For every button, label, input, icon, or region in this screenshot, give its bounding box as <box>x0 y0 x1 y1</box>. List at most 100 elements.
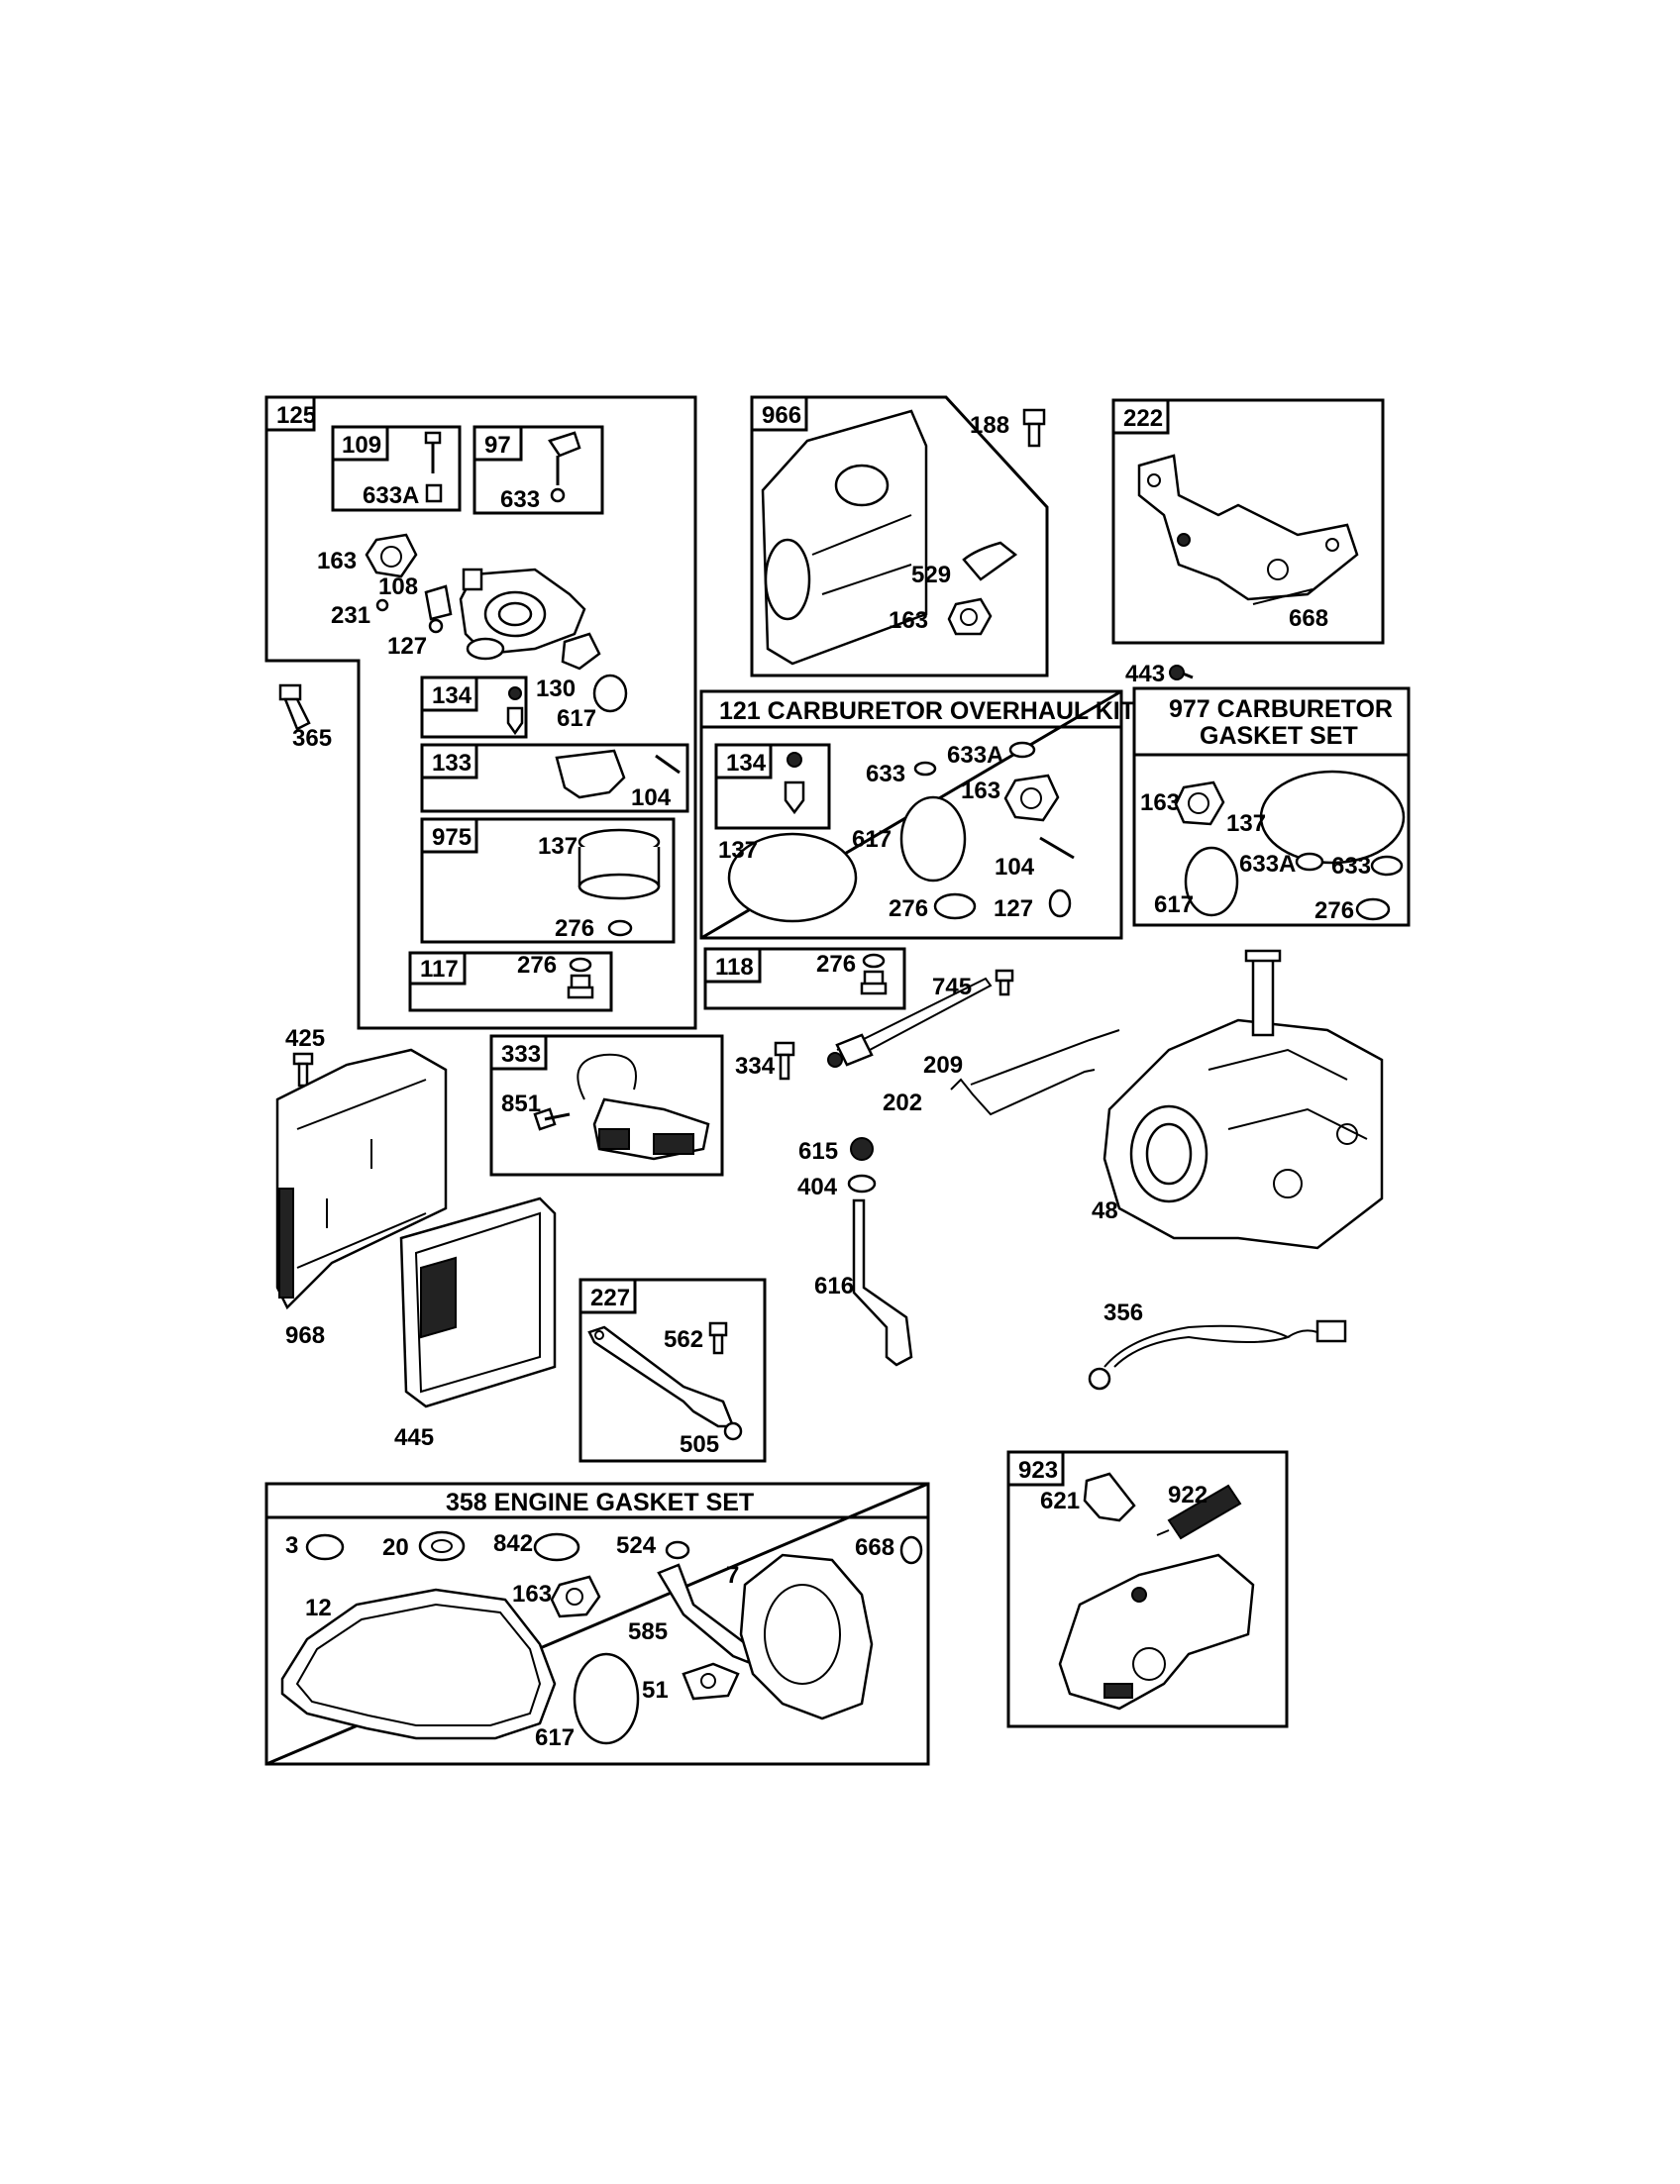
bracket-227-icon <box>587 1325 735 1428</box>
label-633A: 633A <box>947 742 1003 769</box>
screw-851-icon <box>533 1107 571 1131</box>
label-202: 202 <box>883 1090 922 1116</box>
bowl-975-icon <box>578 828 661 937</box>
gasket-163-icon <box>365 533 418 578</box>
label-20: 20 <box>382 1534 409 1561</box>
head-gasket-7-icon <box>739 1553 874 1720</box>
label-188: 188 <box>970 412 1009 439</box>
ring-137-kit-icon <box>727 832 858 923</box>
box-109-id: 109 <box>342 432 381 459</box>
label-209: 209 <box>923 1052 963 1079</box>
label-127: 127 <box>994 895 1033 922</box>
label-615: 615 <box>798 1138 838 1165</box>
label-231: 231 <box>331 602 370 629</box>
valve-part-icon <box>548 431 581 503</box>
box-977-title-line1: 977 CARBURETOR <box>1169 695 1393 723</box>
pin-104-icon <box>1039 836 1075 860</box>
box-227 <box>578 1278 767 1463</box>
carburetor-body-icon <box>459 568 586 661</box>
label-617: 617 <box>535 1724 575 1751</box>
box-134-id: 134 <box>432 682 472 709</box>
box-977 <box>1132 686 1411 927</box>
shaft-616-icon <box>852 1198 913 1367</box>
label-163: 163 <box>961 778 1000 804</box>
plug-118-icon <box>860 953 888 995</box>
ring-137-set-icon <box>1259 770 1406 865</box>
screw-231-icon <box>375 598 389 612</box>
label-842: 842 <box>493 1530 533 1557</box>
label-633: 633 <box>866 761 905 787</box>
plate-icon <box>561 632 601 671</box>
ring-842-icon <box>533 1532 580 1562</box>
label-163: 163 <box>317 548 357 574</box>
link-202-icon <box>950 1029 1120 1116</box>
label-633: 633 <box>500 486 540 513</box>
ground-wire-356-icon <box>1088 1319 1347 1391</box>
ring-127-kit-icon <box>1048 888 1072 918</box>
washer-633-icon <box>913 761 937 777</box>
label-443: 443 <box>1125 661 1165 687</box>
box-222 <box>1111 398 1385 645</box>
washer-633A-set-icon <box>1295 852 1324 872</box>
label-276: 276 <box>555 915 594 942</box>
box-133-id: 133 <box>432 750 472 777</box>
plug-117-icon <box>567 957 594 999</box>
air-filter-base-968-icon <box>275 1048 448 1310</box>
label-562: 562 <box>664 1326 703 1353</box>
label-276: 276 <box>1314 897 1354 924</box>
label-617: 617 <box>852 826 892 853</box>
gasket-163-set-icon <box>1174 780 1225 826</box>
label-276: 276 <box>816 951 856 978</box>
carburetor-adapter-966-icon <box>761 409 928 666</box>
label-48: 48 <box>1092 1197 1118 1224</box>
screw-365-icon <box>278 683 311 731</box>
gasket-163-engine-icon <box>550 1575 601 1618</box>
label-163: 163 <box>512 1581 552 1608</box>
ring-524-icon <box>665 1540 690 1560</box>
bracket-222-icon <box>1137 454 1359 601</box>
box-923-id: 923 <box>1018 1457 1058 1484</box>
gasket-163-b-icon <box>947 597 993 636</box>
ring-127-icon <box>428 618 444 634</box>
screw-562-icon <box>708 1321 728 1355</box>
box-977-title-line2: GASKET SET <box>1200 722 1358 750</box>
seal-668-icon <box>899 1535 923 1565</box>
label-276: 276 <box>517 952 557 979</box>
needle-valve-icon <box>506 686 524 736</box>
nut-505-icon <box>723 1421 743 1441</box>
box-125-id: 125 <box>276 402 316 429</box>
label-130: 130 <box>536 676 576 702</box>
washer-276-kit-icon <box>933 892 977 920</box>
box-118-id: 118 <box>715 954 754 981</box>
air-filter-445-icon <box>399 1196 557 1408</box>
bushing-615-icon <box>850 1137 874 1161</box>
box-975-id: 975 <box>432 824 472 851</box>
label-529: 529 <box>911 562 951 588</box>
label-108: 108 <box>378 573 418 600</box>
label-585: 585 <box>628 1618 668 1645</box>
label-51: 51 <box>642 1677 669 1704</box>
needle-valve-kit-icon <box>784 752 805 815</box>
box-109 <box>331 425 462 512</box>
box-966-id: 966 <box>762 402 801 429</box>
screw-425-icon <box>292 1052 314 1088</box>
label-7: 7 <box>726 1562 739 1589</box>
box-134-kit <box>714 743 831 830</box>
label-617: 617 <box>1154 891 1194 918</box>
hose-529-icon <box>962 541 1018 581</box>
label-163: 163 <box>1140 789 1180 816</box>
label-633A: 633A <box>363 482 419 509</box>
label-851: 851 <box>501 1091 541 1117</box>
box-117-id: 117 <box>420 956 459 983</box>
label-12: 12 <box>305 1595 332 1621</box>
screw-188-icon <box>1022 408 1046 448</box>
label-127: 127 <box>387 633 427 660</box>
box-97-id: 97 <box>484 432 511 459</box>
box-134-kit-id: 134 <box>726 750 767 777</box>
label-668: 668 <box>1289 605 1328 632</box>
seal-3-icon <box>305 1533 345 1561</box>
screw-745-icon <box>995 969 1014 996</box>
box-358 <box>264 1482 930 1766</box>
label-163: 163 <box>889 607 928 634</box>
spring-209-icon <box>827 977 993 1068</box>
